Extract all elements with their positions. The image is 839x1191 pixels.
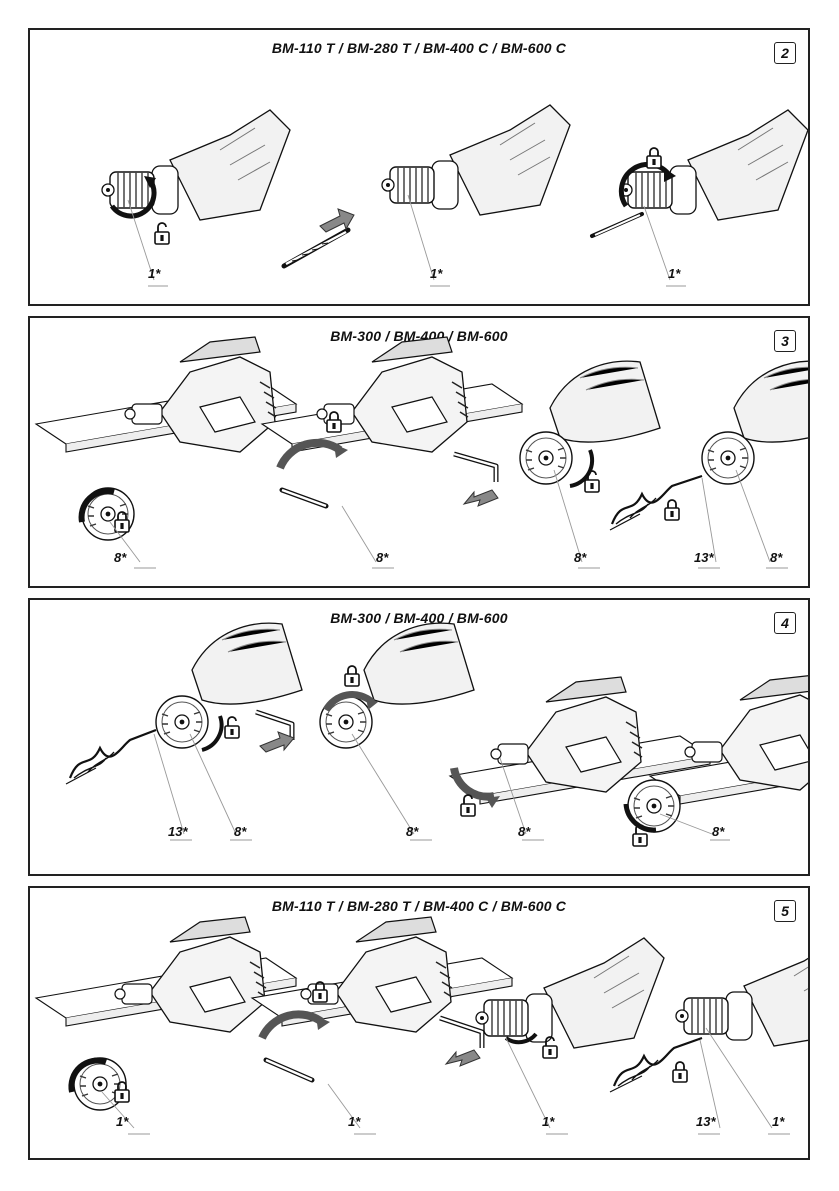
chuck-key-icon — [279, 487, 329, 509]
chuck-icon — [155, 695, 209, 749]
figure-panel-4: BM-300 / BM-400 / BM-600 4 — [28, 598, 810, 876]
padlock-closed-icon — [665, 500, 679, 520]
panel-number: 4 — [774, 612, 796, 634]
rotation-arrow-icon — [258, 1010, 325, 1040]
padlock-closed-icon — [647, 148, 661, 168]
callout-label: 8* — [376, 550, 389, 565]
callout-label: 1* — [348, 1114, 361, 1129]
rotation-arrow-icon — [78, 488, 115, 523]
panel-4-illustration — [65, 622, 808, 874]
callout-label: 8* — [234, 824, 247, 839]
rotation-arrow-icon — [450, 767, 495, 801]
drill-icon — [191, 622, 303, 705]
padlock-open-icon — [155, 223, 169, 244]
panel-2-illustration — [30, 30, 808, 287]
drill-bit-icon — [590, 212, 644, 238]
panel-number: 2 — [774, 42, 796, 64]
chuck-icon — [701, 431, 755, 485]
rotation-arrow-icon — [68, 1057, 107, 1093]
figure-panel-3: BM-300 / BM-400 / BM-600 3 — [28, 316, 810, 588]
drill-bit-icon — [281, 227, 351, 269]
callout-label: 8* — [770, 550, 783, 565]
rotation-arrow-icon — [109, 178, 157, 219]
figure-panel-5: BM-110 T / BM-280 T / BM-400 C / BM-600 … — [28, 886, 810, 1160]
panel-number: 5 — [774, 900, 796, 922]
chuck-icon — [519, 431, 573, 485]
drill-icon — [382, 105, 570, 215]
panel-5-illustration — [35, 916, 808, 1135]
panel-title: BM-110 T / BM-280 T / BM-400 C / BM-600 … — [271, 40, 567, 56]
chuck-key-icon — [263, 1057, 315, 1083]
chuck-key-icon — [439, 1015, 485, 1048]
drill-bit-icon — [65, 728, 157, 785]
direction-arrow-icon — [462, 489, 499, 507]
rotation-arrow-icon — [201, 715, 224, 752]
callout-label: 13* — [168, 824, 188, 839]
drill-icon — [676, 936, 808, 1046]
drill-icon — [363, 622, 475, 705]
chuck-key-icon — [453, 451, 499, 482]
figure-panel-2: BM-110 T / BM-280 T / BM-400 C / BM-600 … — [28, 28, 810, 306]
drill-icon — [549, 360, 661, 443]
drill-bit-icon — [609, 474, 703, 531]
padlock-closed-icon — [345, 666, 359, 686]
callout-label: 1* — [772, 1114, 785, 1129]
callout-label: 1* — [430, 266, 443, 281]
drill-icon — [733, 360, 808, 443]
panel-title: BM-300 / BM-400 / BM-600 — [330, 328, 508, 344]
callout-label: 13* — [696, 1114, 716, 1129]
rotation-arrow-icon — [504, 1032, 538, 1045]
panel-number: 3 — [774, 330, 796, 352]
direction-arrow-icon — [444, 1049, 481, 1067]
callout-label: 1* — [668, 266, 681, 281]
panel-title: BM-300 / BM-400 / BM-600 — [330, 610, 508, 626]
callout-label: 1* — [116, 1114, 129, 1129]
direction-arrow-icon — [319, 208, 355, 233]
direction-arrow-icon — [259, 731, 295, 753]
chuck-key-icon — [255, 709, 295, 740]
drill-icon — [102, 110, 290, 220]
rotation-arrow-icon — [618, 161, 673, 208]
drill-icon — [114, 916, 267, 1033]
callout-label: 8* — [574, 550, 587, 565]
rotation-arrow-icon — [623, 803, 657, 833]
callout-label: 13* — [694, 550, 714, 565]
panel-title: BM-110 T / BM-280 T / BM-400 C / BM-600 … — [271, 898, 567, 914]
padlock-closed-icon — [673, 1062, 687, 1082]
rotation-arrow-icon — [276, 438, 343, 470]
callout-label: 8* — [712, 824, 725, 839]
callout-label: 1* — [542, 1114, 555, 1129]
padlock-open-icon — [225, 717, 239, 738]
panel-3-illustration — [35, 336, 808, 569]
drill-icon — [476, 938, 664, 1048]
drill-bit-icon — [609, 1036, 703, 1093]
callout-label: 8* — [114, 550, 127, 565]
callout-label: 8* — [518, 824, 531, 839]
padlock-open-icon — [461, 795, 475, 816]
callout-label: 1* — [148, 266, 161, 281]
callout-label: 8* — [406, 824, 419, 839]
